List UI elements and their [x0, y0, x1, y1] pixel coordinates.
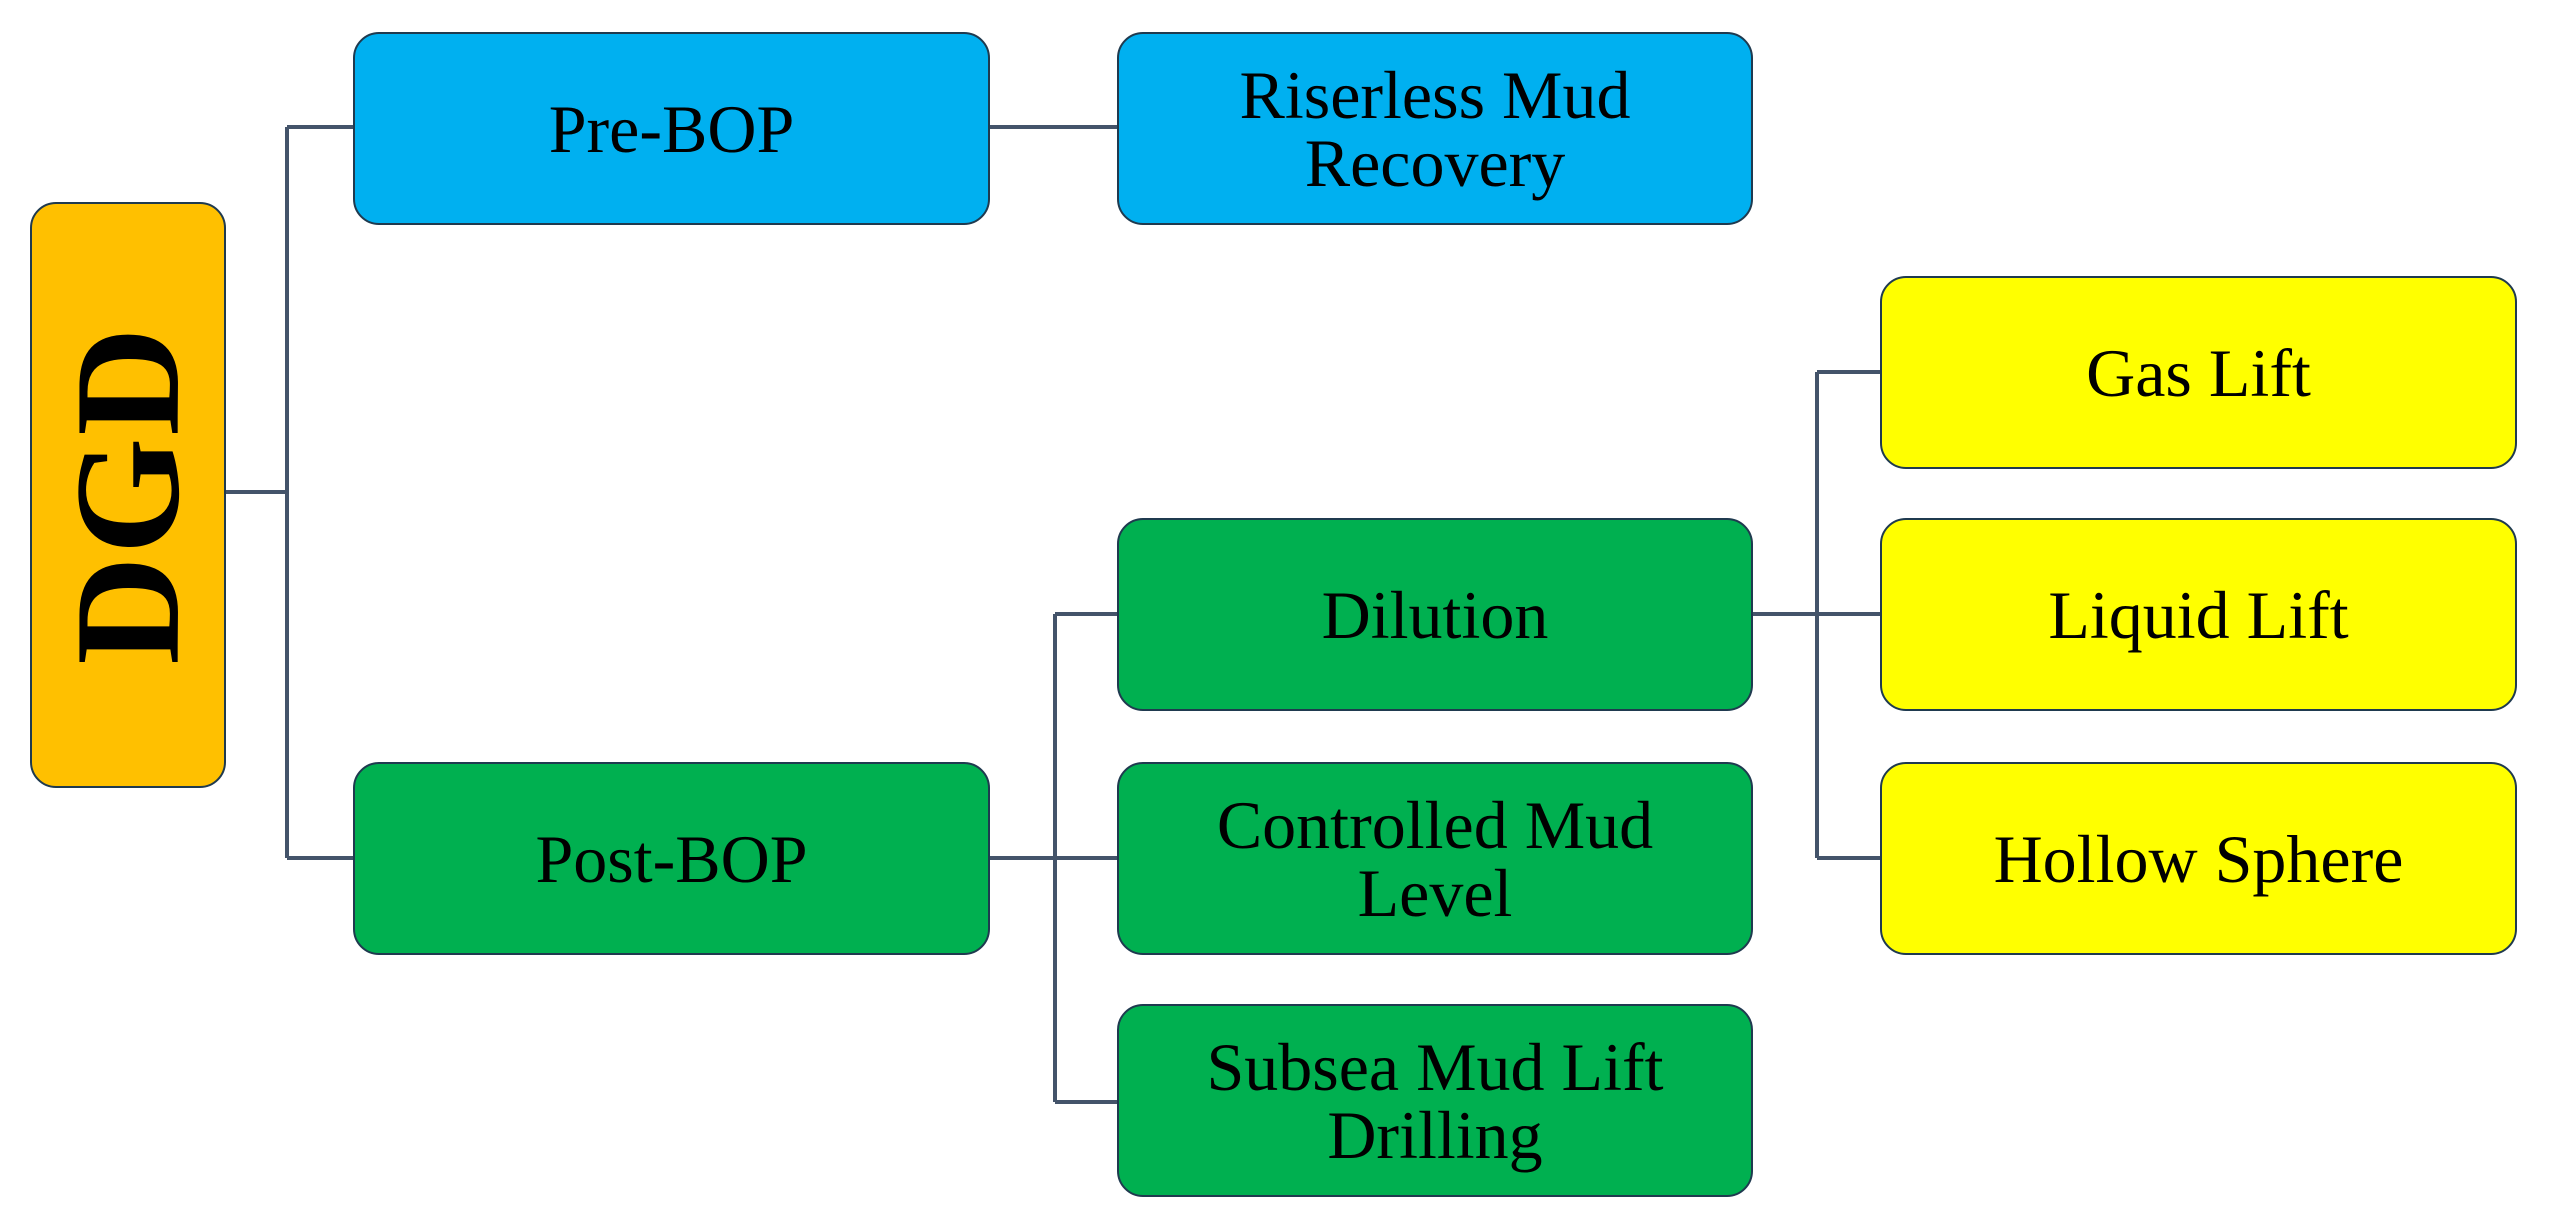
node-hollow-sphere-label: Hollow Sphere [1993, 820, 2404, 897]
node-post-bop-label: Post-BOP [535, 820, 808, 897]
node-subsea-mud-lift-drilling: Subsea Mud Lift Drilling [1117, 1004, 1753, 1197]
node-liquid-lift: Liquid Lift [1880, 518, 2517, 711]
node-riserless-mud-recovery: Riserless Mud Recovery [1117, 32, 1753, 225]
node-dilution: Dilution [1117, 518, 1753, 711]
node-liquid-lift-label: Liquid Lift [2048, 576, 2349, 653]
root-node-label: DGD [45, 325, 212, 665]
node-controlled-mud-level: Controlled Mud Level [1117, 762, 1753, 955]
node-pre-bop-label: Pre-BOP [548, 90, 795, 167]
node-gas-lift-label: Gas Lift [2086, 334, 2311, 411]
node-smd-line2: Drilling [1327, 1096, 1543, 1173]
root-node-dgd: DGD [30, 202, 226, 788]
node-pre-bop: Pre-BOP [353, 32, 990, 225]
node-cml-line2: Level [1357, 854, 1513, 931]
node-dilution-label: Dilution [1321, 576, 1549, 653]
node-hollow-sphere: Hollow Sphere [1880, 762, 2517, 955]
node-cml-line1: Controlled Mud [1216, 786, 1654, 863]
node-post-bop: Post-BOP [353, 762, 990, 955]
node-riserless-line2: Recovery [1304, 124, 1566, 201]
node-riserless-line1: Riserless Mud [1239, 56, 1631, 133]
node-gas-lift: Gas Lift [1880, 276, 2517, 469]
node-smd-line1: Subsea Mud Lift [1206, 1028, 1664, 1105]
